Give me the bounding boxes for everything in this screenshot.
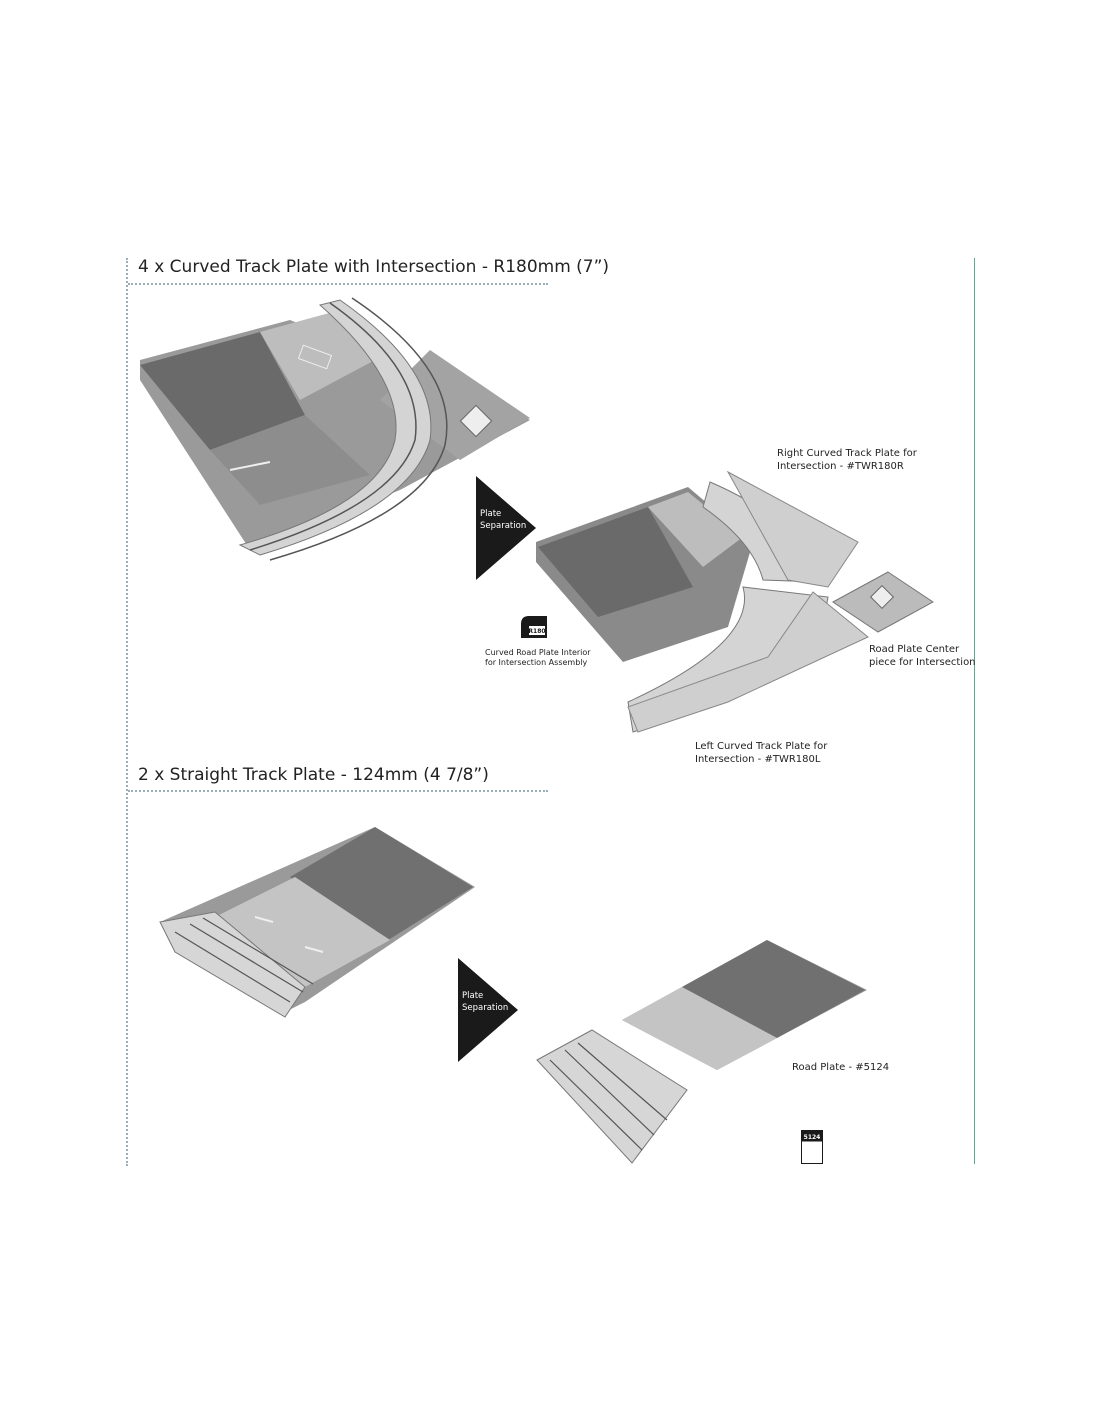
section-underline-straight <box>128 790 548 792</box>
left-dotted-border <box>126 258 128 1166</box>
callout-center-piece-line1: Road Plate Center <box>869 644 960 655</box>
road-plate-icon: 5124 <box>801 1130 823 1164</box>
plate-separation-arrow-straight <box>458 958 518 1062</box>
separated-curved-plates <box>536 470 934 733</box>
callout-left-curved: Left Curved Track Plate for Intersection… <box>695 740 827 766</box>
callout-interior: Curved Road Plate Interior for Intersect… <box>485 648 591 668</box>
callout-interior-line2: for Intersection Assembly <box>485 658 588 667</box>
callout-center-piece-line2: piece for Intersection <box>869 657 976 668</box>
arrow-straight-label-line1: Plate <box>462 991 484 1001</box>
arrow-straight-label-line2: Separation <box>462 1003 509 1013</box>
section-title-curved: 4 x Curved Track Plate with Intersection… <box>138 257 610 277</box>
callout-right-curved: Right Curved Track Plate for Intersectio… <box>777 447 917 473</box>
r180-badge-text: R180 <box>528 628 545 635</box>
curved-plate-icon: R180 <box>521 616 547 638</box>
assembled-straight-plate-body <box>159 827 475 1018</box>
assembled-curved-plate <box>140 297 530 561</box>
callout-interior-line1: Curved Road Plate Interior <box>485 648 591 657</box>
callout-right-curved-line1: Right Curved Track Plate for <box>777 448 917 459</box>
callout-center-piece: Road Plate Center piece for Intersection <box>869 643 976 669</box>
assembled-curved-plate-body <box>140 297 530 561</box>
callout-right-curved-line2: Intersection - #TWR180R <box>777 461 904 472</box>
callout-left-curved-line2: Intersection - #TWR180L <box>695 754 821 765</box>
p5124-badge-text: 5124 <box>804 1134 821 1141</box>
road-plate <box>622 940 867 1070</box>
road-plate-center-piece <box>832 571 934 633</box>
arrow-label-line1: Plate <box>480 509 502 519</box>
separated-straight-plates <box>536 940 867 1164</box>
right-curved-track-plate <box>702 470 859 588</box>
section-title-straight: 2 x Straight Track Plate - 124mm (4 7/8”… <box>138 765 489 785</box>
straight-track-plate <box>536 1029 688 1164</box>
right-green-rule <box>974 258 975 1164</box>
callout-left-curved-line1: Left Curved Track Plate for <box>695 741 828 752</box>
callout-road-plate: Road Plate - #5124 <box>792 1062 890 1073</box>
arrow-label-line2: Separation <box>480 521 527 531</box>
section-underline-curved <box>128 283 548 285</box>
assembled-straight-plate <box>159 827 475 1018</box>
plate-separation-arrow-curved-label: Plate Separation <box>480 508 526 532</box>
plate-separation-arrow-straight-label: Plate Separation <box>462 990 508 1014</box>
interior-plate <box>536 487 753 662</box>
plate-separation-arrow-curved <box>476 476 536 580</box>
left-curved-track-plate <box>627 586 869 733</box>
